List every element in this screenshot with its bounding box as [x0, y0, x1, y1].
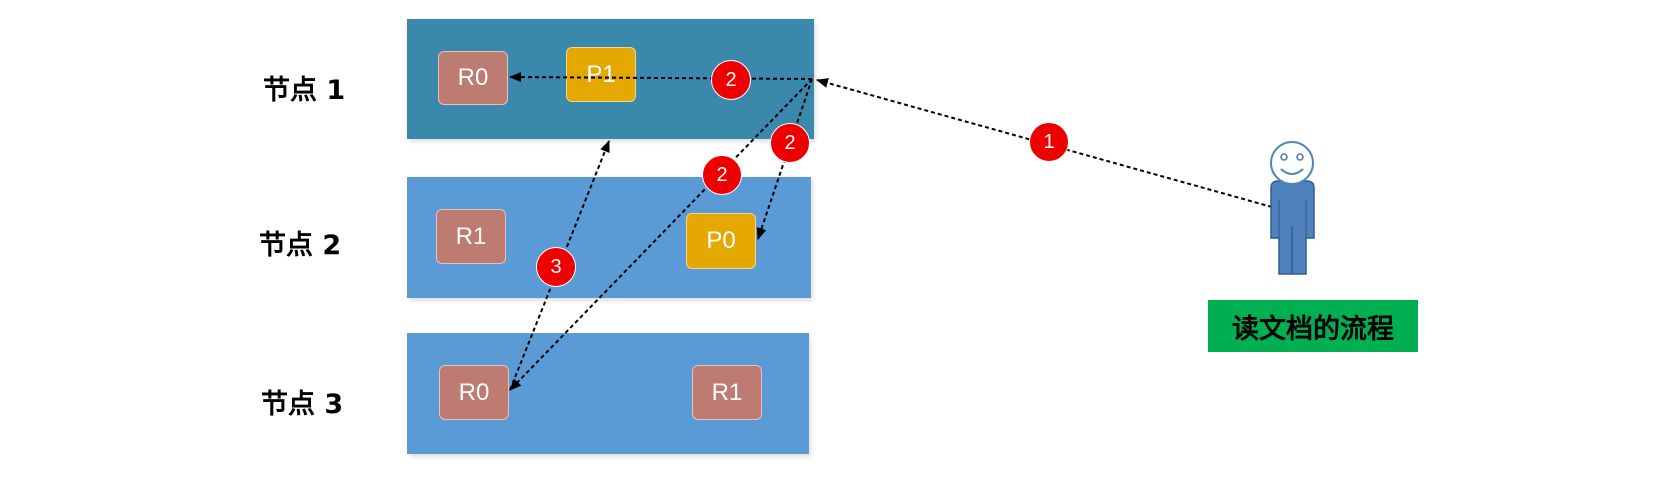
node-3-replica-r0: R0: [439, 365, 509, 420]
step-badge-2: 2: [711, 60, 751, 100]
arrow-step-1: [816, 78, 1273, 208]
flow-caption: 读文档的流程: [1208, 300, 1418, 352]
node-1-primary-p1: P1: [566, 47, 636, 102]
node-3-label: 节点 3: [261, 389, 344, 420]
node-3-replica-r1: R1: [692, 365, 762, 420]
step-badge-1: 1: [1029, 122, 1069, 162]
node-2-label: 节点 2: [259, 230, 342, 261]
node-1-replica-r0: R0: [438, 51, 508, 105]
person-icon: [1270, 141, 1315, 275]
node-2-primary-p0: P0: [686, 213, 756, 269]
step-badge-3: 3: [536, 247, 576, 287]
node-1-label: 节点 1: [263, 75, 346, 106]
step-badge-2: 2: [770, 123, 810, 163]
node-2-replica-r1: R1: [436, 209, 506, 264]
step-badge-2: 2: [702, 155, 742, 195]
arrow-step-2-to-p1: [509, 72, 813, 83]
arrow-step-2-to-r0: [509, 78, 813, 391]
